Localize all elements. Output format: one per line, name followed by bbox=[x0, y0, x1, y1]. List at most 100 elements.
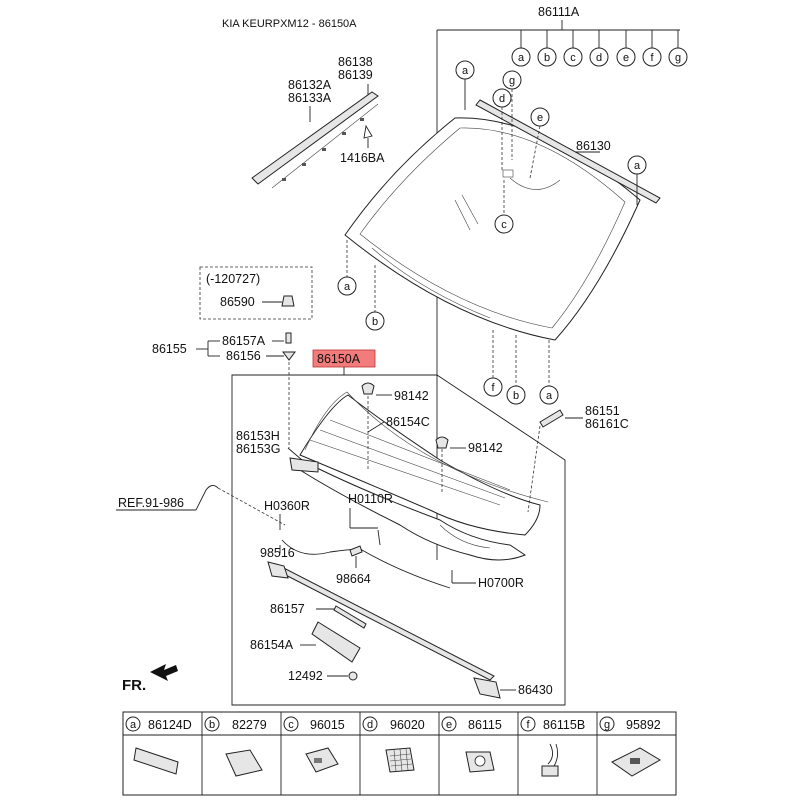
legend-part-f: 86115B bbox=[543, 718, 585, 732]
label-H0110R: H0110R bbox=[348, 492, 393, 506]
glass-bubble-a3-text: a bbox=[344, 281, 351, 293]
bubble-d bbox=[589, 47, 609, 67]
label-H0360R: H0360R bbox=[264, 499, 310, 513]
label-86132A: 86132A bbox=[288, 78, 332, 92]
washer-hose-c bbox=[377, 529, 381, 546]
bubble-e-text: e bbox=[623, 52, 629, 64]
strip-icon bbox=[133, 747, 179, 775]
glass-bubble-e-text: e bbox=[537, 112, 543, 124]
label-86150A: 86150A bbox=[317, 352, 361, 366]
label-98664: 98664 bbox=[336, 572, 371, 586]
cowl-lower-panel bbox=[299, 461, 527, 561]
front-indicator: FR. bbox=[122, 677, 146, 694]
label-H0700R: H0700R bbox=[478, 576, 524, 590]
leader bbox=[287, 447, 303, 461]
legend-part-a: 86124D bbox=[148, 718, 192, 732]
legend-letter-e: e bbox=[446, 719, 452, 731]
label-86161C: 86161C bbox=[585, 417, 629, 431]
label-range: (-120727) bbox=[206, 272, 260, 286]
glass-bubble-a1-text: a bbox=[462, 65, 469, 77]
label-86133A: 86133A bbox=[288, 91, 332, 105]
glass-bubble-f-text: f bbox=[491, 382, 495, 394]
mirror-mount-outline bbox=[509, 177, 561, 190]
glass-bubble-a2-text: a bbox=[634, 160, 641, 172]
legend-part-c: 96015 bbox=[310, 718, 345, 732]
cowl-grille-lines bbox=[309, 419, 511, 506]
legend-part-d: 96020 bbox=[390, 718, 425, 732]
bubble-c-text: c bbox=[570, 52, 576, 64]
clip-strip-86157 bbox=[333, 605, 367, 629]
label-86154C: 86154C bbox=[386, 415, 430, 429]
bubble-b bbox=[537, 47, 557, 67]
label-98142-a: 98142 bbox=[394, 389, 429, 403]
bubble-f-text: f bbox=[650, 52, 654, 64]
leader bbox=[217, 487, 286, 526]
pillar-clip-dots bbox=[282, 118, 364, 181]
legend-cell-e: e 86115 bbox=[441, 716, 502, 773]
bubble-f bbox=[642, 47, 662, 67]
label-1416BA: 1416BA bbox=[340, 151, 385, 165]
front-arrow-icon bbox=[150, 664, 178, 681]
label-86154A: 86154A bbox=[250, 638, 294, 652]
cowl-lower-seal bbox=[271, 563, 495, 681]
legend-cell-g: g 95892 bbox=[599, 716, 661, 777]
glass-bubble-b1-text: b bbox=[372, 316, 378, 328]
bubble-d-text: d bbox=[596, 52, 602, 64]
sensor-pad-outline bbox=[502, 169, 514, 178]
label-86156: 86156 bbox=[226, 349, 261, 363]
label-86590: 86590 bbox=[220, 295, 255, 309]
glass-bubble-c-text: c bbox=[501, 219, 507, 231]
washer-hose-b bbox=[361, 549, 451, 589]
bubble-a-text: a bbox=[518, 52, 525, 64]
glass-bubble-d-text: d bbox=[499, 93, 505, 105]
pillar-trim-clips bbox=[271, 103, 379, 189]
pad-icon bbox=[225, 749, 263, 777]
leader bbox=[367, 421, 385, 433]
legend-letter-d: d bbox=[367, 719, 373, 731]
bubble-g bbox=[668, 47, 688, 67]
legend-cell-c: c 96015 bbox=[283, 716, 345, 773]
top-moulding-86130 bbox=[475, 99, 661, 204]
label-86111A: 86111A bbox=[538, 5, 580, 19]
cowl-side-cover bbox=[311, 621, 361, 663]
glass-bubble-g-text: g bbox=[509, 75, 515, 87]
top-letter-tree bbox=[520, 30, 679, 48]
bubble-a bbox=[511, 47, 531, 67]
glass-bubble-a4-text: a bbox=[546, 390, 553, 402]
label-86157A: 86157A bbox=[222, 334, 266, 348]
label-86138: 86138 bbox=[338, 55, 373, 69]
label-86139: 86139 bbox=[338, 68, 373, 82]
label-86151: 86151 bbox=[585, 404, 620, 418]
nozzle-grommet-icon bbox=[435, 436, 449, 449]
glass-reflection bbox=[454, 194, 479, 231]
legend-part-b: 82279 bbox=[232, 718, 267, 732]
label-86430: 86430 bbox=[518, 683, 553, 697]
bubble-c bbox=[563, 47, 583, 67]
legend-cell-f: f 86115B bbox=[520, 716, 585, 777]
leader bbox=[529, 125, 541, 179]
bubble-e bbox=[616, 47, 636, 67]
cowl-rear-seal bbox=[304, 391, 549, 503]
cowl-end-cap bbox=[289, 457, 319, 473]
label-98142-b: 98142 bbox=[468, 441, 503, 455]
label-86157: 86157 bbox=[270, 602, 305, 616]
label-86155: 86155 bbox=[152, 342, 187, 356]
cowl-top-panel bbox=[299, 394, 541, 536]
legend-letter-g: g bbox=[604, 719, 610, 731]
legend-letter-b: b bbox=[209, 719, 215, 731]
label-86130: 86130 bbox=[576, 139, 611, 153]
bubble-b-text: b bbox=[544, 52, 550, 64]
harness-ref-line bbox=[195, 485, 219, 511]
screw-icon bbox=[363, 124, 373, 139]
legend-part-g: 95892 bbox=[626, 718, 661, 732]
hose-connector-icon bbox=[349, 545, 363, 557]
top-letter-bubbles: a b c d e f g bbox=[511, 47, 688, 67]
seal-end-left bbox=[267, 561, 289, 579]
legend-cell-a: a 86124D bbox=[125, 716, 192, 775]
glass-bubble-b2-text: b bbox=[513, 390, 519, 402]
legend-letter-a: a bbox=[130, 719, 137, 731]
cowl-side-bracket bbox=[539, 409, 564, 428]
cowl-assembly-frame bbox=[231, 374, 566, 706]
clip-pin-icon bbox=[285, 332, 292, 344]
